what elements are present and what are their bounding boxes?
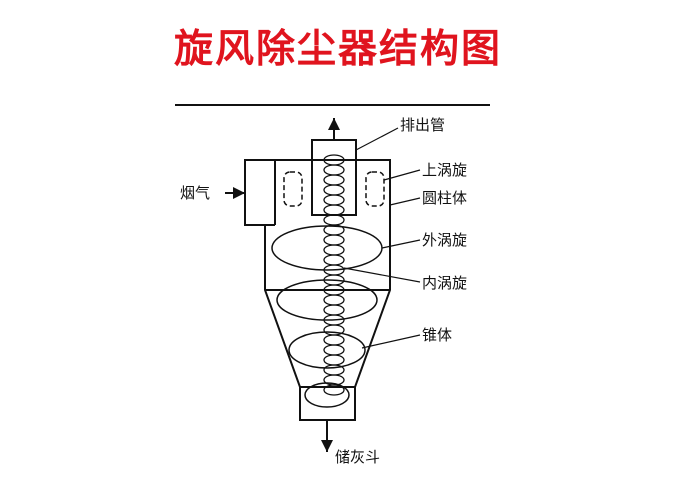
inlet-label: 烟气	[180, 184, 210, 202]
outlet-pipe	[311, 118, 357, 216]
upper-vortex-eddies	[283, 171, 385, 207]
leader-outlet-pipe	[355, 127, 399, 151]
inner-vortex	[323, 154, 345, 396]
outer-vortex-label: 外涡旋	[422, 231, 467, 249]
leader-outer-vortex	[381, 239, 421, 249]
page-title: 旋风除尘器结构图	[173, 26, 502, 72]
leader-inner-vortex	[343, 267, 421, 283]
leader-upper-vortex	[383, 169, 421, 181]
outlet-pipe-label: 排出管	[400, 116, 445, 134]
leader-lines	[343, 127, 421, 349]
inlet-duct	[225, 159, 276, 226]
cone-label: 锥体	[422, 326, 452, 344]
inner-vortex-label: 内涡旋	[422, 274, 467, 292]
cylinder-cone-outline	[264, 159, 391, 421]
upper-vortex-label: 上涡旋	[422, 161, 467, 179]
hopper-label: 储灰斗	[335, 448, 380, 466]
cylinder-label: 圆柱体	[422, 189, 467, 207]
leader-cone	[361, 334, 421, 349]
title-divider	[175, 104, 490, 106]
leader-cylinder	[389, 197, 421, 206]
